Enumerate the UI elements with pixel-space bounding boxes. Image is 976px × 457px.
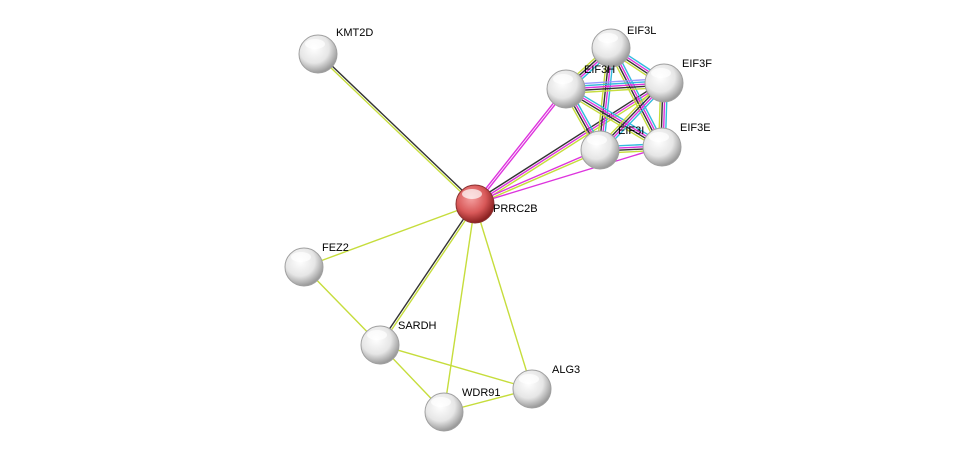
edge-prrc2b-eif3f-coexpression[interactable] bbox=[473, 80, 664, 203]
node-highlight bbox=[291, 252, 311, 262]
edge-prrc2b-wdr91-textmining[interactable] bbox=[443, 203, 476, 413]
node-label: PRRC2B bbox=[493, 203, 538, 215]
nodes-layer: PRRC2B KMT2D EIF3L EIF3H EIF3F EIF3I EIF3E FEZ2… bbox=[284, 25, 712, 432]
node-eif3e[interactable]: EIF3E bbox=[642, 122, 711, 167]
node-label: KMT2D bbox=[336, 27, 373, 39]
edge-prrc2b-kmt2d-coexpression[interactable] bbox=[318, 52, 477, 204]
edge-prrc2b-eif3h-experiments[interactable] bbox=[475, 89, 568, 206]
node-eif3h[interactable]: EIF3H bbox=[546, 64, 615, 109]
node-label: EIF3I bbox=[618, 125, 644, 137]
node-highlight bbox=[587, 135, 607, 145]
edge-prrc2b-sardh-coexpression[interactable] bbox=[378, 202, 475, 345]
node-label: ALG3 bbox=[552, 364, 580, 376]
node-prrc2b[interactable]: PRRC2B bbox=[455, 184, 538, 224]
edge-prrc2b-fez2-textmining[interactable] bbox=[303, 203, 476, 268]
node-sardh[interactable]: SARDH bbox=[360, 320, 437, 365]
edge-prrc2b-kmt2d-textmining[interactable] bbox=[316, 54, 475, 206]
node-alg3[interactable]: ALG3 bbox=[512, 364, 580, 409]
node-highlight bbox=[649, 132, 669, 142]
node-label: WDR91 bbox=[462, 387, 501, 399]
edge-sardh-alg3-textmining[interactable] bbox=[379, 344, 533, 390]
node-highlight bbox=[431, 397, 451, 407]
node-label: SARDH bbox=[398, 320, 437, 332]
node-highlight bbox=[651, 68, 671, 78]
node-eif3f[interactable]: EIF3F bbox=[644, 58, 712, 103]
node-fez2[interactable]: FEZ2 bbox=[284, 242, 349, 287]
edge-prrc2b-eif3i-textmining[interactable] bbox=[475, 150, 601, 206]
edge-prrc2b-eif3f-textmining[interactable] bbox=[475, 84, 666, 207]
node-eif3l[interactable]: EIF3L bbox=[591, 25, 656, 68]
node-eif3i[interactable]: EIF3I bbox=[580, 125, 644, 170]
node-highlight bbox=[553, 74, 573, 84]
node-highlight bbox=[367, 330, 387, 340]
node-highlight bbox=[462, 189, 482, 199]
node-label: EIF3L bbox=[627, 25, 656, 37]
node-highlight bbox=[305, 39, 325, 49]
node-label: EIF3E bbox=[680, 122, 711, 134]
edge-prrc2b-alg3-textmining[interactable] bbox=[474, 203, 533, 390]
node-highlight bbox=[519, 374, 539, 384]
node-highlight bbox=[598, 33, 618, 43]
edge-prrc2b-eif3f-experiments[interactable] bbox=[474, 82, 665, 205]
edges-layer bbox=[303, 44, 668, 413]
edge-prrc2b-sardh-textmining[interactable] bbox=[380, 204, 477, 347]
node-label: FEZ2 bbox=[322, 242, 349, 254]
node-label: EIF3F bbox=[682, 58, 712, 70]
edge-prrc2b-eif3h-experiments[interactable] bbox=[473, 87, 566, 204]
node-label: EIF3H bbox=[584, 64, 615, 76]
edge-prrc2b-eif3e-experiments[interactable] bbox=[474, 146, 663, 205]
node-kmt2d[interactable]: KMT2D bbox=[298, 27, 373, 74]
edge-prrc2b-eif3i-experiments[interactable] bbox=[474, 148, 600, 204]
node-wdr91[interactable]: WDR91 bbox=[424, 387, 501, 432]
